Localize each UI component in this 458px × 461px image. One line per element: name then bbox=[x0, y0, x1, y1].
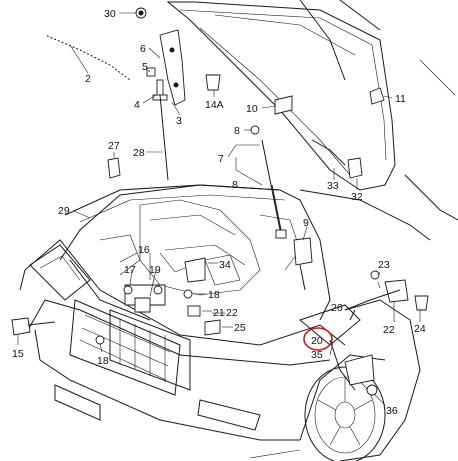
callout-8-lower[interactable]: 8 bbox=[232, 179, 238, 191]
callout-18-lower[interactable]: 18 bbox=[97, 355, 109, 367]
callout-7[interactable]: 7 bbox=[218, 153, 224, 165]
callout-36[interactable]: 36 bbox=[386, 405, 398, 417]
callout-6[interactable]: 6 bbox=[140, 43, 146, 55]
callout-34[interactable]: 34 bbox=[219, 259, 231, 271]
callout-2[interactable]: 2 bbox=[85, 73, 91, 85]
callouts: 30 6 5 2 4 14A 3 10 11 8 7 8 27 28 33 32… bbox=[12, 8, 426, 417]
callout-32[interactable]: 32 bbox=[351, 191, 363, 203]
callout-11[interactable]: 11 bbox=[395, 93, 406, 105]
callout-25[interactable]: 25 bbox=[234, 322, 246, 334]
callout-15[interactable]: 15 bbox=[12, 348, 24, 360]
callout-22-right[interactable]: 22 bbox=[383, 324, 395, 336]
callout-21[interactable]: 21 bbox=[213, 307, 225, 319]
parts bbox=[11, 7, 429, 396]
callout-35[interactable]: 35 bbox=[311, 349, 323, 361]
callout-9[interactable]: 9 bbox=[303, 217, 309, 229]
callout-20[interactable]: 20 bbox=[311, 335, 323, 347]
callout-27[interactable]: 27 bbox=[108, 140, 120, 152]
callout-5[interactable]: 5 bbox=[142, 61, 148, 73]
callout-18-upper[interactable]: 18 bbox=[208, 289, 220, 301]
callout-24[interactable]: 24 bbox=[414, 323, 426, 335]
callout-26[interactable]: 26 bbox=[331, 302, 343, 314]
callout-4[interactable]: 4 bbox=[134, 99, 140, 111]
callout-22-left[interactable]: 22 bbox=[226, 307, 238, 319]
highlight-ring bbox=[303, 327, 333, 351]
callout-10[interactable]: 10 bbox=[246, 103, 258, 115]
callout-17[interactable]: 17 bbox=[124, 264, 136, 276]
callout-19[interactable]: 19 bbox=[149, 264, 161, 276]
callout-30[interactable]: 30 bbox=[104, 8, 116, 20]
callout-14a[interactable]: 14A bbox=[205, 99, 224, 111]
leader-lines bbox=[17, 12, 421, 406]
callout-29[interactable]: 29 bbox=[58, 205, 70, 217]
callout-28[interactable]: 28 bbox=[133, 147, 145, 159]
callout-33[interactable]: 33 bbox=[327, 180, 339, 192]
callout-3[interactable]: 3 bbox=[176, 115, 182, 127]
callout-16[interactable]: 16 bbox=[138, 244, 150, 256]
callout-8-upper[interactable]: 8 bbox=[234, 125, 240, 137]
callout-23[interactable]: 23 bbox=[378, 259, 390, 271]
